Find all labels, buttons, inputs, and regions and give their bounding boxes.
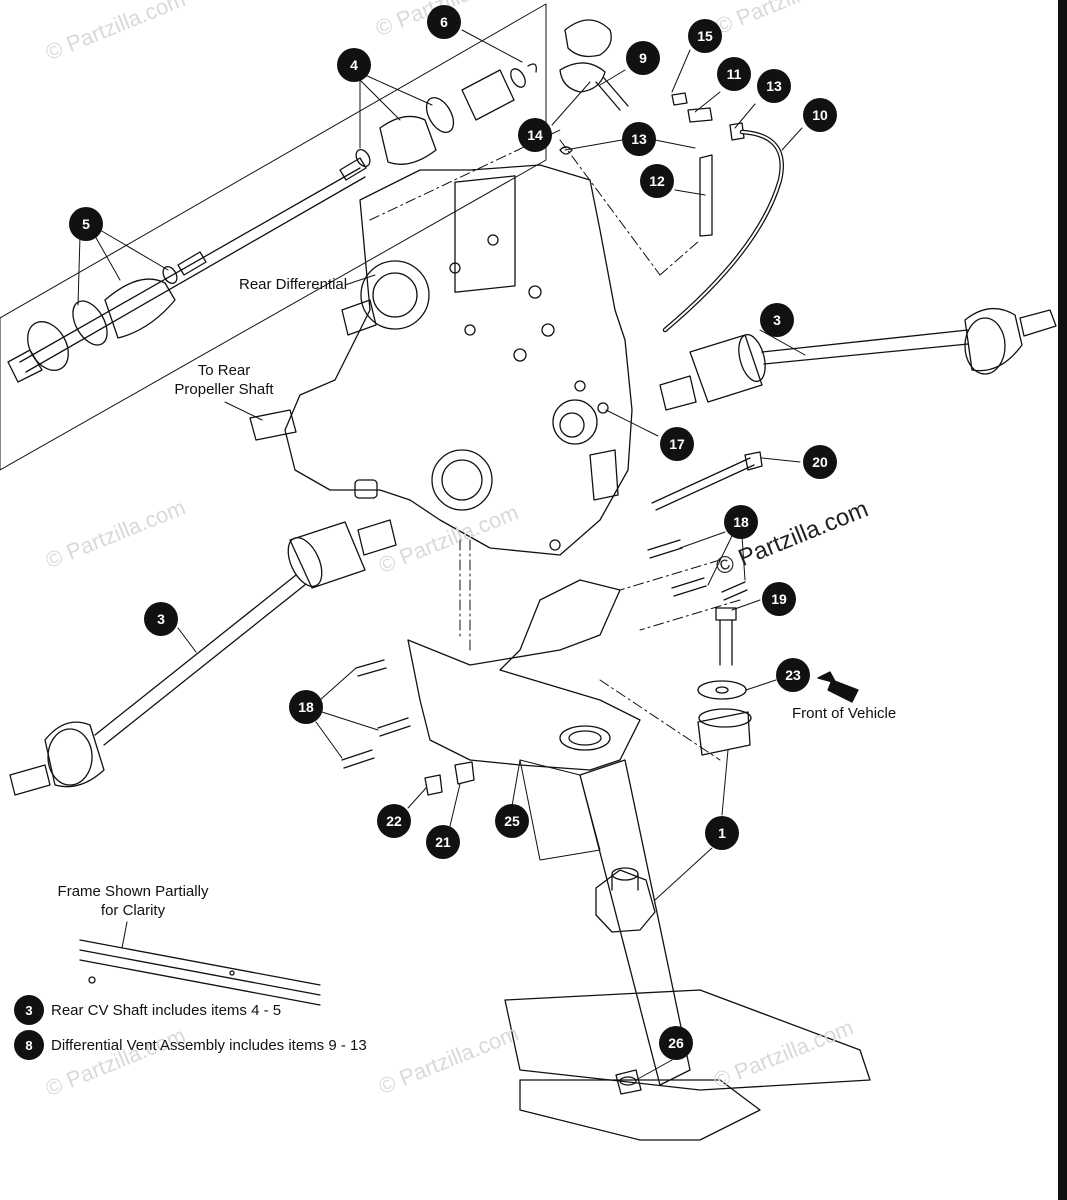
callout-17: 17 (660, 427, 694, 461)
callout-26: 26 (659, 1026, 693, 1060)
callout-20: 20 (803, 445, 837, 479)
callout-10: 10 (803, 98, 837, 132)
legend-item: 3 Rear CV Shaft includes items 4 - 5 (14, 995, 281, 1025)
callout-6: 6 (427, 5, 461, 39)
legend-badge: 3 (14, 995, 44, 1025)
front-of-vehicle-arrow (817, 671, 859, 703)
leader-lines (77, 29, 806, 1081)
callout-25: 25 (495, 804, 529, 838)
callout-13: 13 (622, 122, 656, 156)
callout-23: 23 (776, 658, 810, 692)
callout-14: 14 (518, 118, 552, 152)
label-front-of-vehicle: Front of Vehicle (792, 705, 897, 722)
rear-differential-housing (249, 164, 633, 556)
callout-9: 9 (626, 41, 660, 75)
legend-text: Differential Vent Assembly includes item… (51, 1036, 367, 1054)
label-frame-line1: Frame Shown Partially (57, 883, 209, 900)
label-to-rear: To Rear (197, 362, 251, 379)
callout-1: 1 (705, 816, 739, 850)
label-rear-differential: Rear Differential (239, 276, 348, 293)
callout-4: 4 (337, 48, 371, 82)
callout-19: 19 (762, 582, 796, 616)
callout-5: 5 (69, 207, 103, 241)
callout-13: 13 (757, 69, 791, 103)
bolts (341, 451, 763, 769)
left-cv-shaft (9, 519, 397, 796)
frame (79, 759, 871, 1141)
callout-3: 3 (760, 303, 794, 337)
callout-15: 15 (688, 19, 722, 53)
callout-21: 21 (426, 825, 460, 859)
legend-item: 8 Differential Vent Assembly includes it… (14, 1030, 367, 1060)
right-cv-shaft (659, 308, 1057, 411)
callout-22: 22 (377, 804, 411, 838)
right-border (1058, 0, 1067, 1200)
upper-cv-shaft (7, 63, 537, 383)
legend-badge: 8 (14, 1030, 44, 1060)
upper-shaft-panel (0, 3, 547, 471)
label-frame-line2: for Clarity (100, 902, 166, 919)
callout-3: 3 (144, 602, 178, 636)
label-propeller-shaft: Propeller Shaft (174, 381, 274, 398)
mounting-bracket (407, 579, 641, 771)
mount-parts (424, 680, 752, 1095)
callout-18: 18 (724, 505, 758, 539)
callout-11: 11 (717, 57, 751, 91)
callout-12: 12 (640, 164, 674, 198)
callout-18: 18 (289, 690, 323, 724)
legend-text: Rear CV Shaft includes items 4 - 5 (51, 1001, 282, 1019)
